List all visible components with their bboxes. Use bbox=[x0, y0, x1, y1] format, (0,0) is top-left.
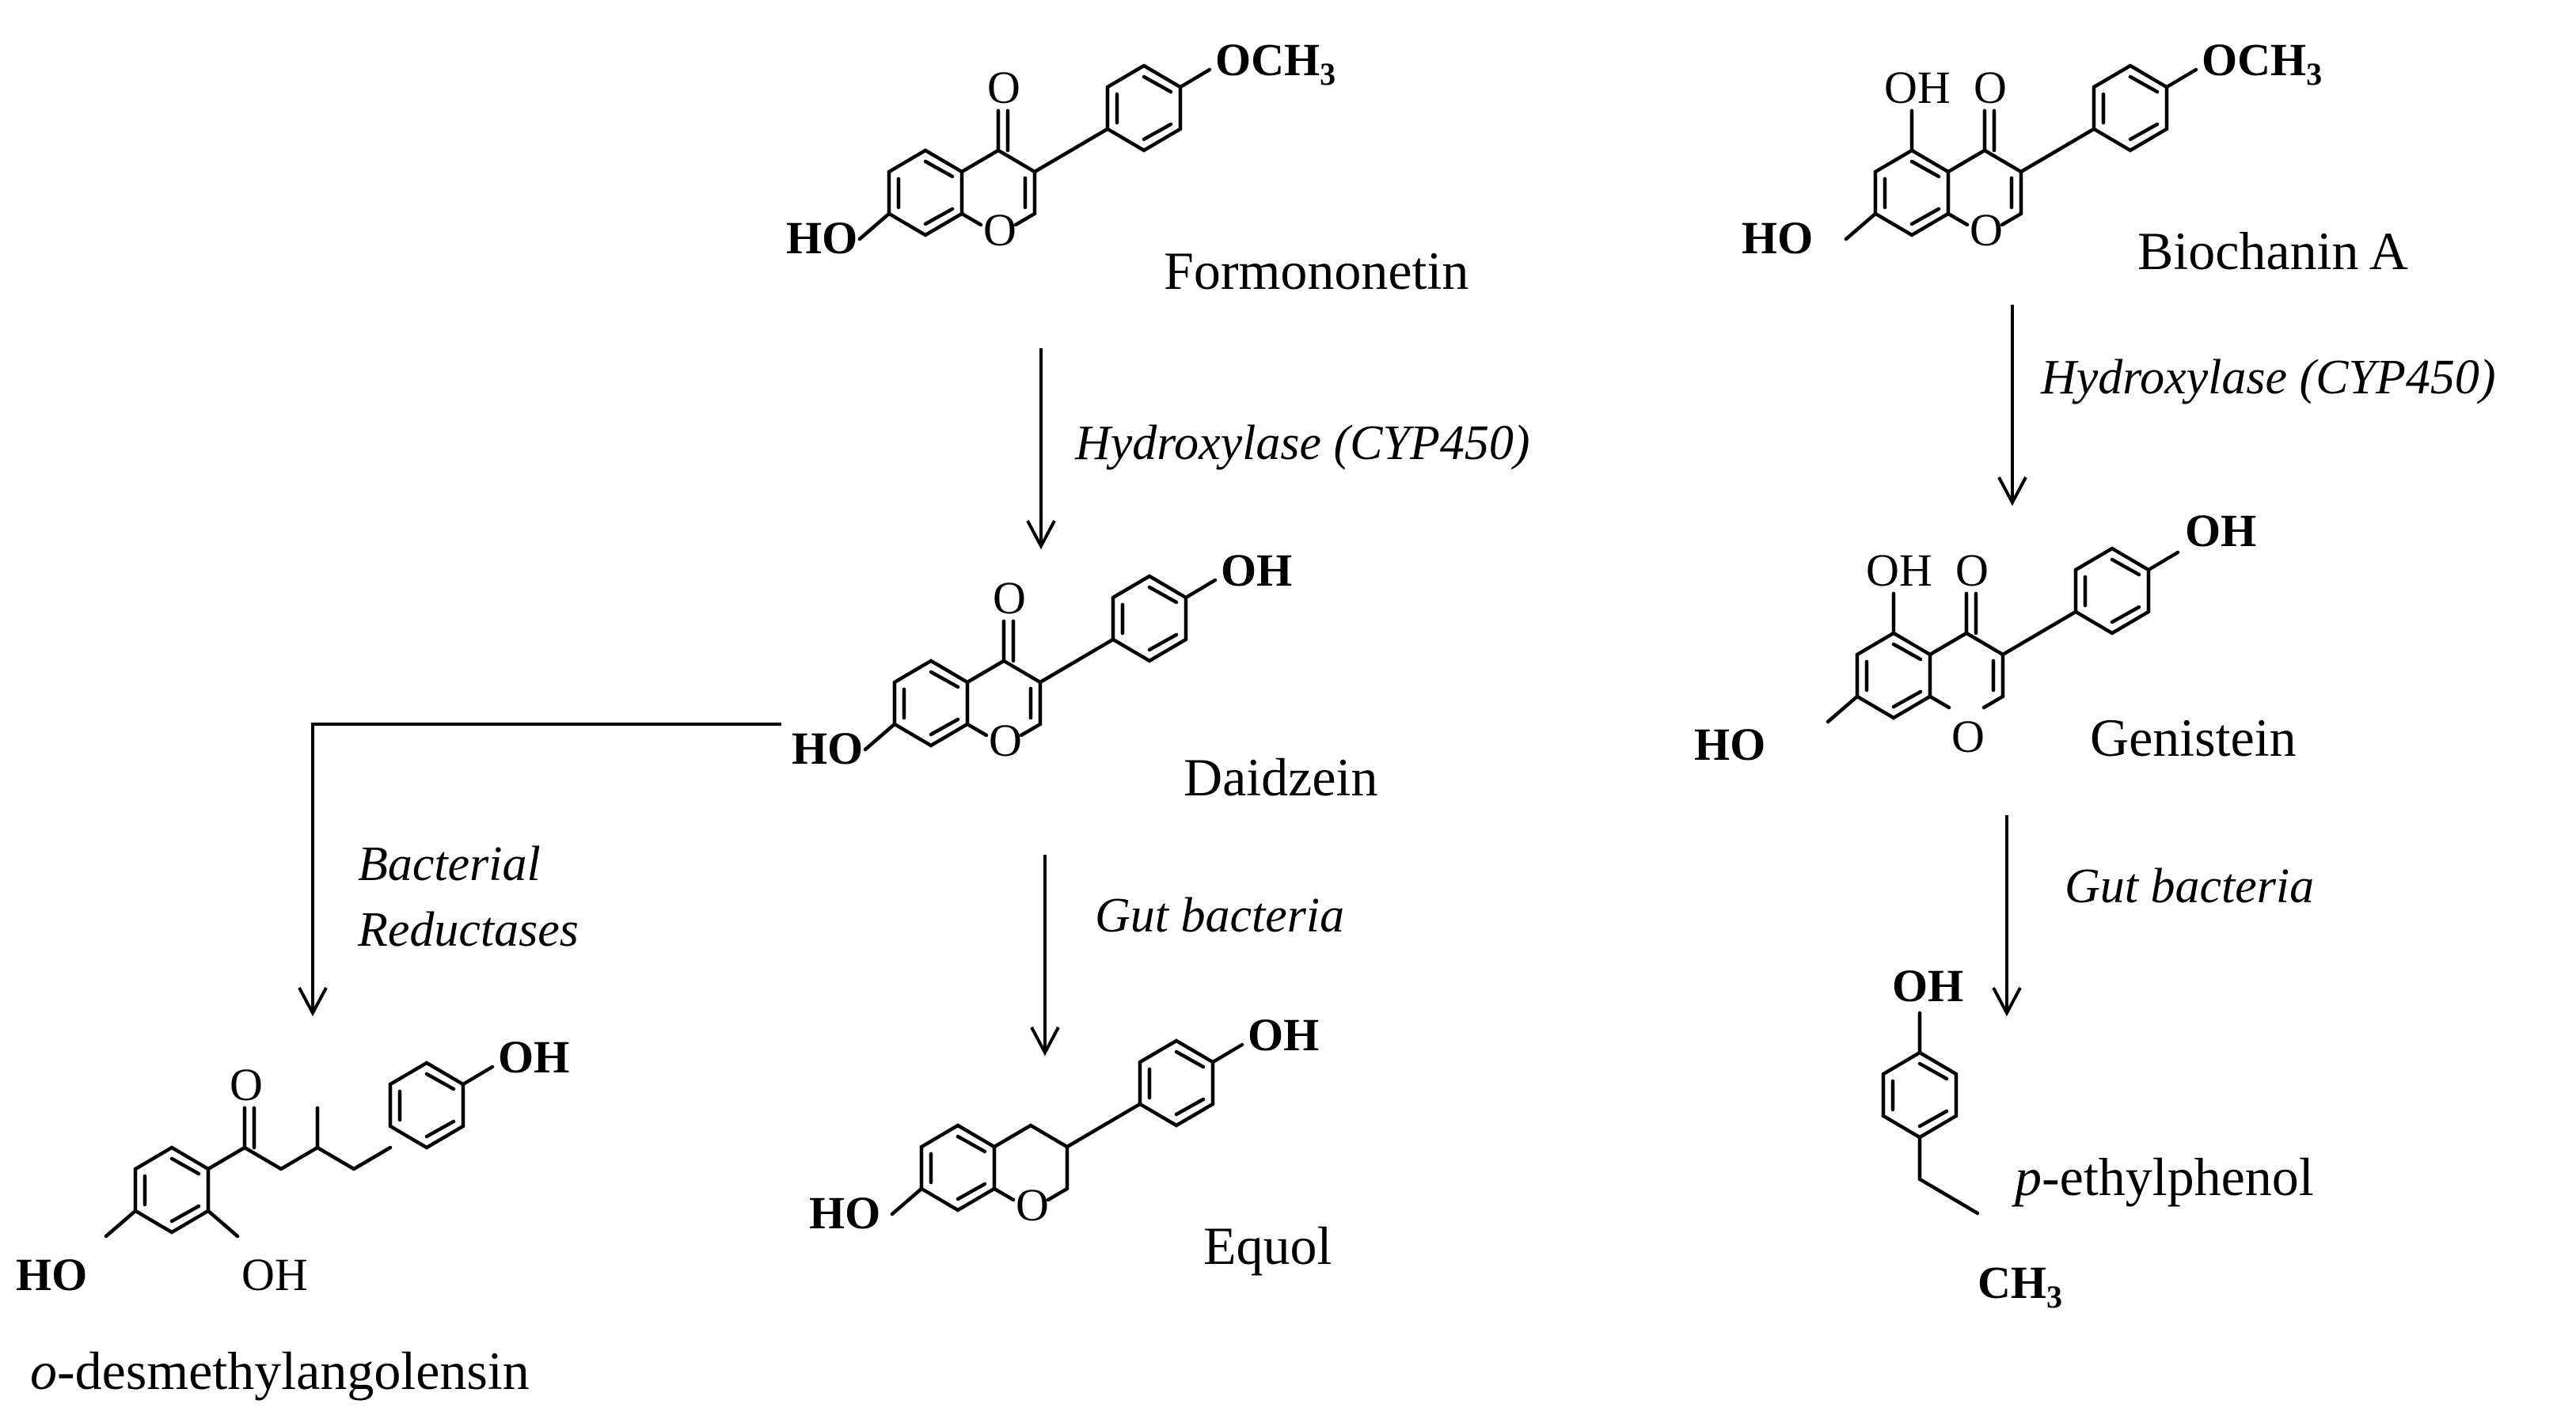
odma-oh2: OH bbox=[241, 1249, 308, 1300]
odma-keto-o: O bbox=[230, 1059, 263, 1110]
genistein-oh: OH bbox=[2185, 505, 2256, 556]
biochanin-oh5: OH bbox=[1884, 62, 1951, 113]
odma-structure: O HO OH OH o-desmethylangolensin bbox=[16, 1031, 569, 1401]
odma-oh: OH bbox=[498, 1031, 569, 1083]
formononetin-ring-o: O bbox=[983, 204, 1016, 256]
arrow-formononetin-daidzein bbox=[1026, 348, 1056, 550]
formononetin-och3: OCH3 bbox=[1215, 34, 1335, 92]
genistein-label: Genistein bbox=[2090, 708, 2297, 768]
formononetin-label: Formononetin bbox=[1164, 241, 1468, 301]
p-ethylphenol-structure: OH CH3 p-ethylphenol bbox=[1881, 960, 2314, 1315]
genistein-oh5: OH bbox=[1866, 545, 1932, 596]
equol-oh: OH bbox=[1248, 1009, 1319, 1061]
formononetin-keto-o: O bbox=[987, 62, 1020, 113]
genistein-ring-o: O bbox=[1951, 711, 1985, 762]
genistein-ho: HO bbox=[1694, 719, 1765, 770]
daidzein-ring-o: O bbox=[989, 715, 1022, 766]
enzyme-bacterial-line2: Reductases bbox=[357, 903, 579, 957]
daidzein-keto-o: O bbox=[993, 572, 1026, 624]
equol-ho: HO bbox=[809, 1187, 880, 1239]
p-ethylphenol-label: p-ethylphenol bbox=[2012, 1147, 2314, 1207]
biochanin-keto-o: O bbox=[1974, 62, 2007, 113]
genistein-structure: O OH O HO OH Genistein bbox=[1694, 505, 2297, 770]
arrow-daidzein-equol bbox=[1030, 855, 1060, 1057]
genistein-keto-o: O bbox=[1955, 545, 1989, 596]
biochanin-ring-o: O bbox=[1970, 204, 2003, 256]
p-ethylphenol-oh: OH bbox=[1892, 960, 1963, 1011]
enzyme-bacterial-line1: Bacterial bbox=[358, 837, 541, 891]
biochanin-a-label: Biochanin A bbox=[2137, 221, 2408, 281]
daidzein-label: Daidzein bbox=[1184, 747, 1377, 807]
formononetin-ho: HO bbox=[786, 212, 857, 264]
biochanin-och3: OCH3 bbox=[2202, 34, 2322, 92]
arrow-biochanin-genistein bbox=[1997, 305, 2027, 507]
biochanin-a-structure: O OH O HO OCH3 Biochanin A bbox=[1742, 34, 2408, 281]
enzyme-hydroxylase-left: Hydroxylase (CYP450) bbox=[1074, 416, 1530, 470]
enzyme-gut-bacteria-left: Gut bacteria bbox=[1095, 889, 1344, 943]
equol-structure: O HO OH Equol bbox=[809, 1009, 1332, 1276]
p-ethylphenol-ch3: CH3 bbox=[1978, 1257, 2062, 1315]
formononetin-structure: O O HO OCH3 Formononetin bbox=[786, 34, 1468, 301]
daidzein-structure: O O HO OH Daidzein bbox=[792, 545, 1377, 807]
enzyme-gut-bacteria-right: Gut bacteria bbox=[2065, 859, 2314, 913]
equol-label: Equol bbox=[1203, 1216, 1332, 1276]
equol-ring-o: O bbox=[1016, 1179, 1049, 1231]
odma-label: o-desmethylangolensin bbox=[30, 1341, 530, 1401]
arrow-daidzein-odma bbox=[298, 723, 781, 1017]
daidzein-oh: OH bbox=[1221, 545, 1292, 596]
biochanin-ho: HO bbox=[1742, 212, 1813, 264]
arrow-genistein-p-ethylphenol bbox=[1992, 815, 2022, 1017]
odma-ho: HO bbox=[16, 1249, 87, 1300]
enzyme-hydroxylase-right: Hydroxylase (CYP450) bbox=[2040, 351, 2496, 404]
daidzein-ho: HO bbox=[792, 723, 863, 774]
